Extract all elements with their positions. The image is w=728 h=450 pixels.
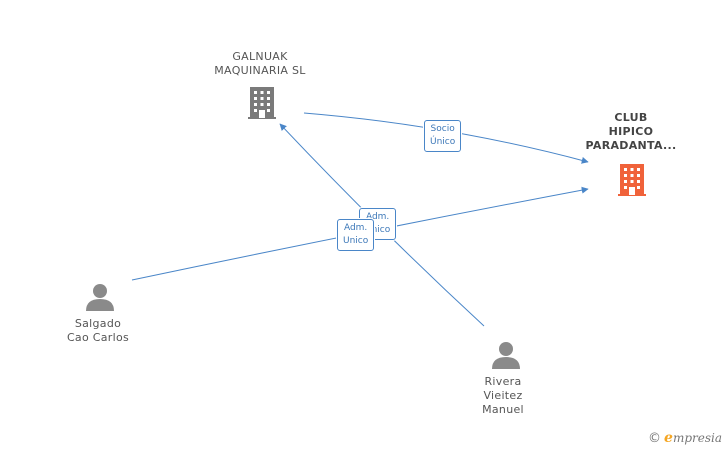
label-line: HIPICO [608, 125, 654, 138]
label-line: GALNUAK [232, 50, 288, 63]
badge-line: Adm. [365, 212, 390, 222]
label-line: Salgado [74, 317, 122, 330]
copyright-symbol: © [648, 430, 662, 446]
person-icon[interactable] [86, 284, 114, 311]
badge-line: Socio [430, 124, 455, 134]
brand-name: mpresia [672, 431, 722, 445]
badge-line: Adm. [343, 223, 368, 233]
brand-logo-initial: e [664, 430, 673, 446]
label-line: PARADANTA... [585, 139, 677, 152]
node-label-galnuak[interactable]: GALNUAK MAQUINARIA SL [200, 50, 320, 78]
label-line: CLUB [614, 111, 648, 124]
node-label-club[interactable]: CLUB HIPICO PARADANTA... [571, 111, 691, 153]
building-icon[interactable] [248, 87, 276, 119]
badge-line: Unico [365, 225, 391, 235]
label-line: MAQUINARIA SL [214, 64, 306, 77]
label-line: Manuel [482, 403, 524, 416]
edge-label-socio-unico[interactable]: Socio Único [424, 120, 462, 152]
badge-line: Unico [343, 236, 369, 246]
edge-label-adm-unico-salgado[interactable]: Adm. Unico [337, 219, 375, 251]
label-line: Rivera [484, 375, 522, 388]
node-label-salgado[interactable]: Salgado Cao Carlos [48, 317, 148, 345]
badge-line: Único [430, 137, 456, 147]
label-line: Cao Carlos [66, 331, 130, 344]
label-line: Vieitez [483, 389, 523, 402]
node-label-rivera[interactable]: Rivera Vieitez Manuel [453, 375, 553, 417]
person-icon[interactable] [492, 342, 520, 369]
building-icon[interactable] [618, 164, 646, 196]
